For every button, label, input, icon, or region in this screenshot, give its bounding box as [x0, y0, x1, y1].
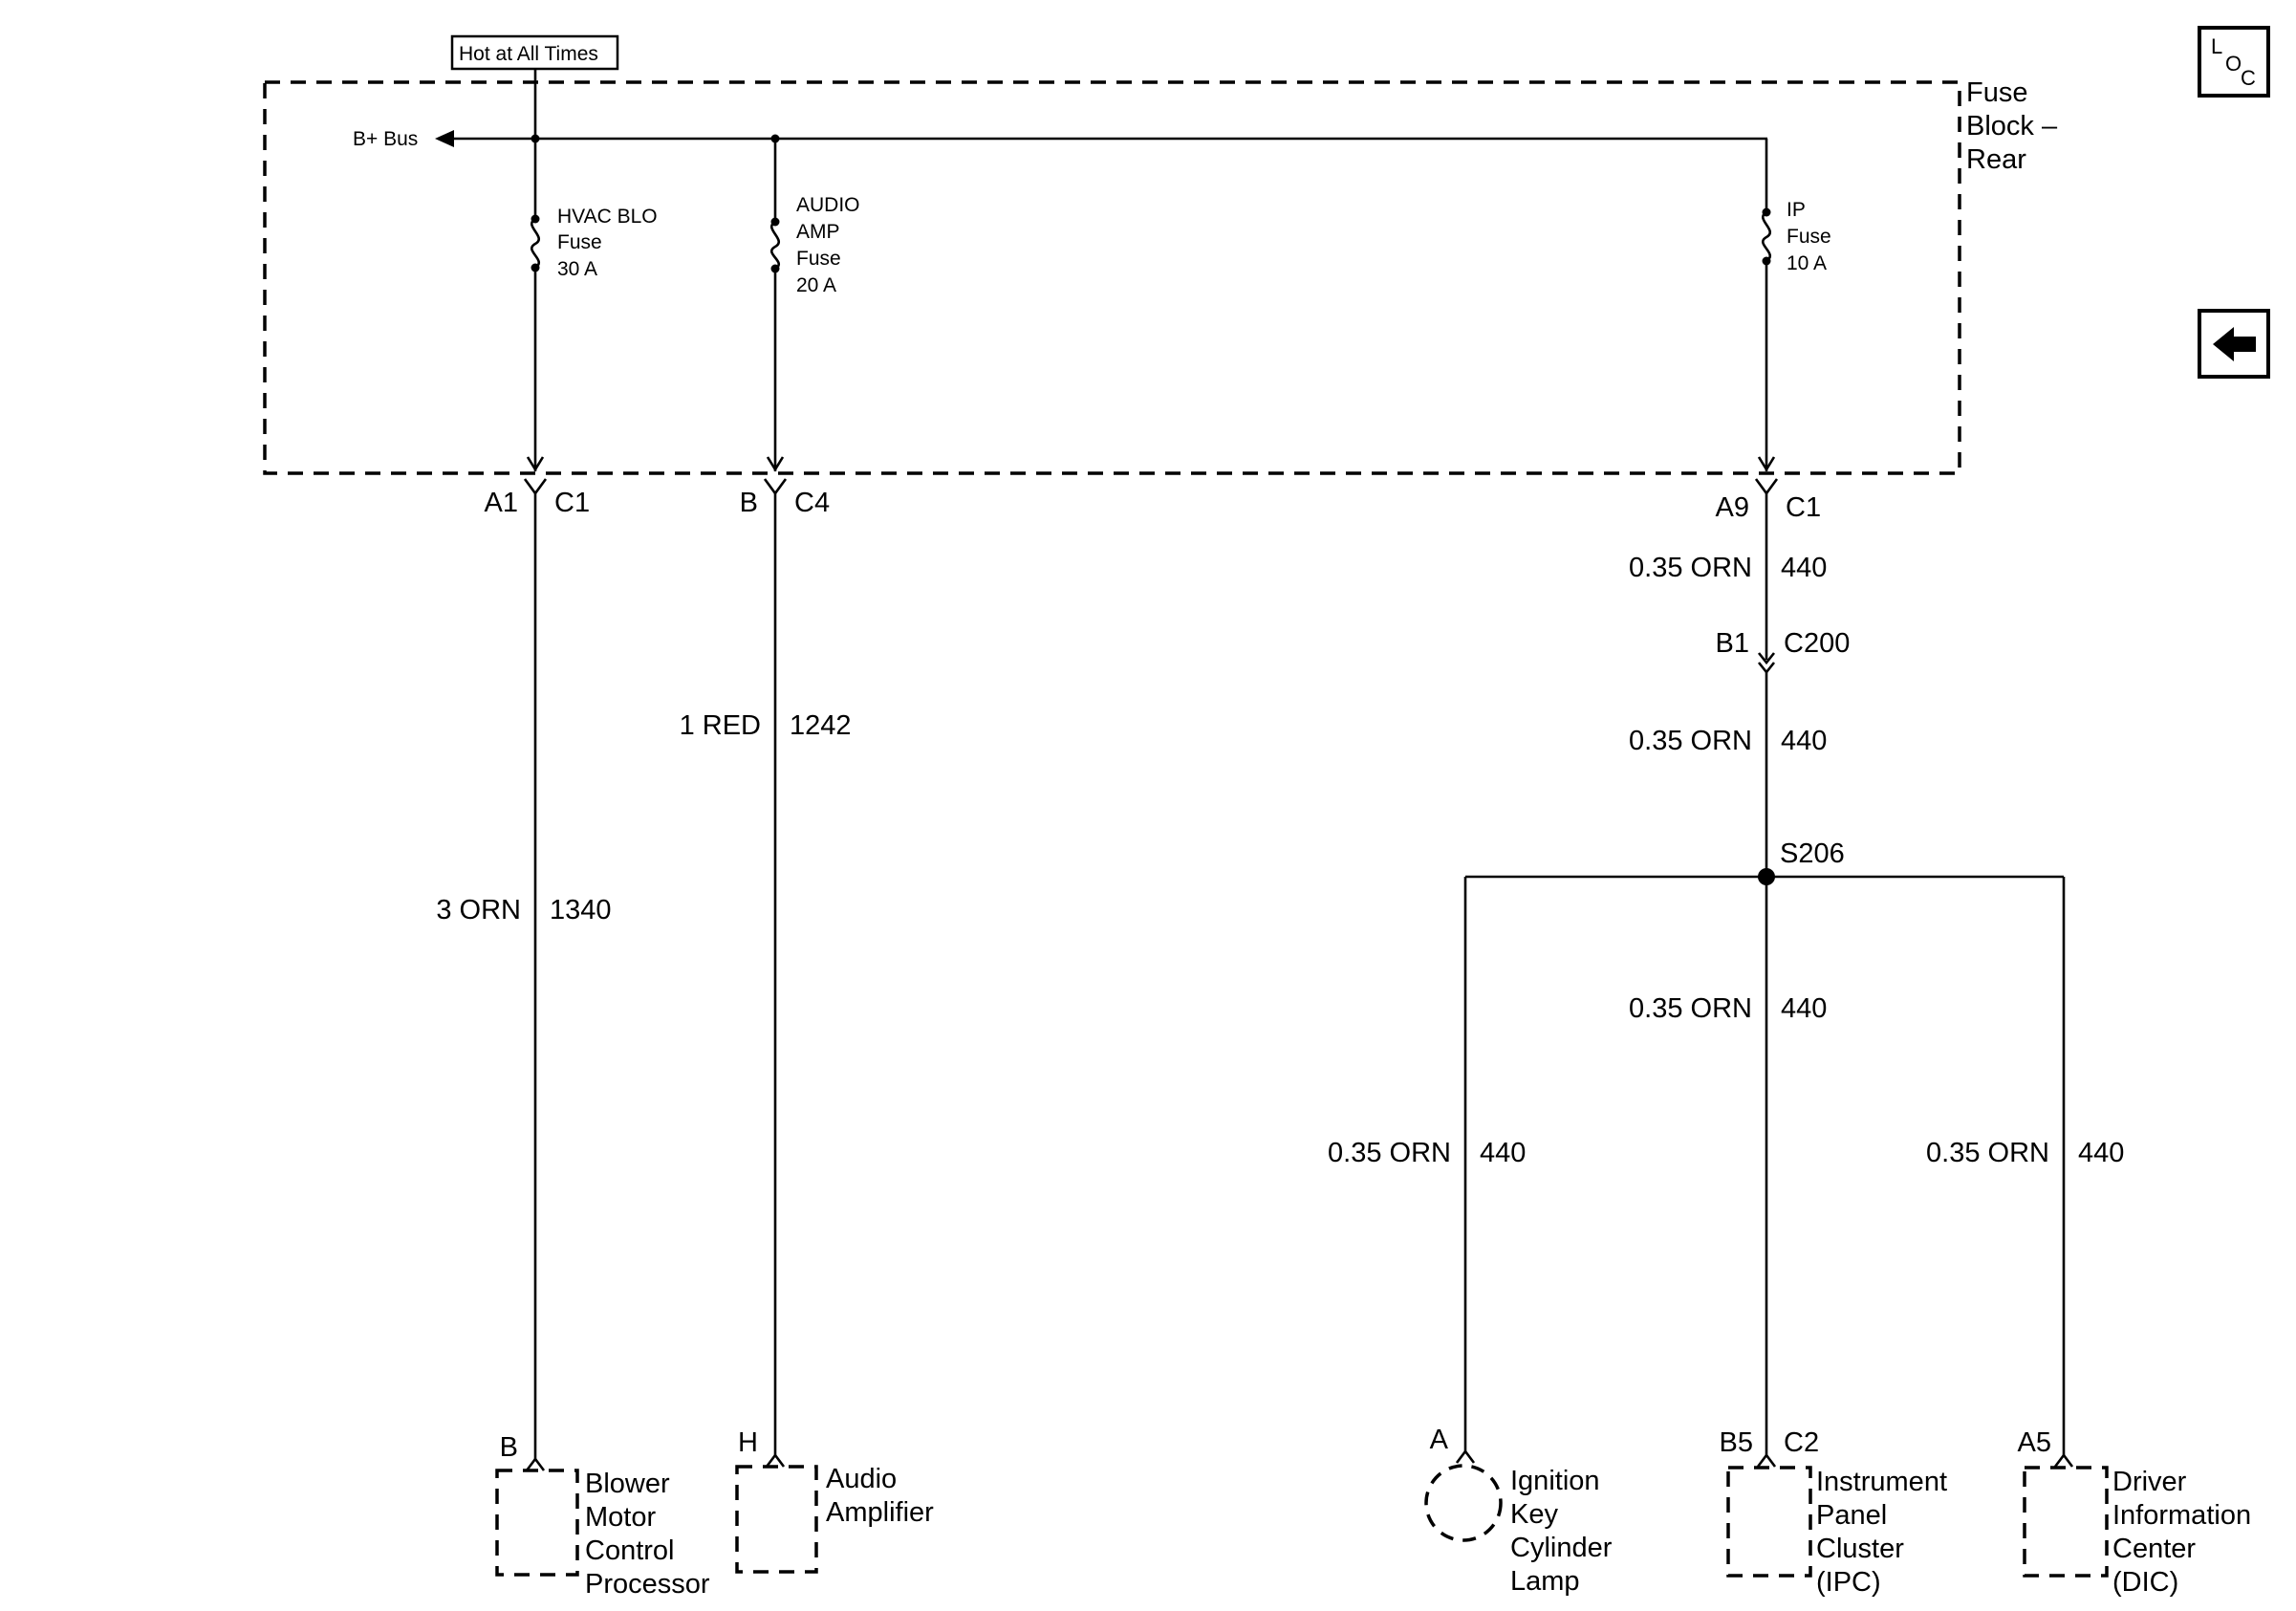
ignition-label-1: Ignition	[1510, 1466, 1600, 1496]
hvac-connector-symbol	[523, 478, 548, 496]
audio-fuse-label-3: Fuse	[796, 248, 841, 270]
ipc-pin: B5	[1720, 1427, 1753, 1458]
dic-label-2: Information	[2112, 1500, 2251, 1531]
audio-fuse-label-2: AMP	[796, 221, 840, 243]
amp-label-1: Audio	[826, 1464, 897, 1494]
hvac-connector-pin: A1	[485, 488, 518, 518]
hvac-fuse-label-2: Fuse	[557, 231, 602, 253]
dic-label-3: Center	[2112, 1534, 2196, 1564]
ignition-label-4: Lamp	[1510, 1566, 1580, 1597]
loc-letter-o: O	[2225, 52, 2242, 76]
ip-fuse-label-1: IP	[1787, 199, 1806, 221]
hvac-fuse-label-3: 30 A	[557, 258, 597, 280]
blower-motor-control-processor	[495, 1469, 579, 1577]
audio-connector-arrow	[766, 456, 785, 472]
splice-label: S206	[1780, 838, 1845, 869]
wire-440-gauge-left: 0.35 ORN	[1328, 1138, 1451, 1168]
fuse-block-label-3: Rear	[1966, 144, 2026, 175]
loc-letter-c: C	[2241, 66, 2256, 90]
ip-connector-symbol	[1754, 478, 1779, 496]
hvac-connector-id: C1	[554, 488, 590, 518]
c200-id: C200	[1784, 628, 1850, 659]
hvac-fuse-symbol	[531, 217, 540, 270]
back-arrow-icon[interactable]	[2213, 327, 2256, 361]
ignition-key-cylinder-lamp	[1424, 1464, 1503, 1542]
ip-fuse-label-2: Fuse	[1787, 226, 1831, 248]
loc-letter-l: L	[2211, 34, 2222, 58]
location-button[interactable]: L O C	[2198, 26, 2270, 98]
dic-label-1: Driver	[2112, 1467, 2187, 1497]
amp-label-2: Amplifier	[826, 1497, 934, 1528]
wire-440-gauge-right: 0.35 ORN	[1926, 1138, 2049, 1168]
wire-1242-circuit: 1242	[790, 710, 852, 741]
audio-connector-id: C4	[794, 488, 830, 518]
bus-arrow-icon	[435, 130, 454, 147]
ip-connector-id: C1	[1786, 492, 1821, 523]
ignition-connector-arrow	[1455, 1448, 1476, 1464]
ipc-connector-id: C2	[1784, 1427, 1819, 1458]
audio-connector-symbol	[763, 478, 788, 496]
hvac-connector-arrow	[526, 456, 545, 472]
wire-1242-gauge: 1 RED	[680, 710, 761, 741]
blower-connector-arrow	[525, 1456, 546, 1471]
amp-connector-arrow	[765, 1452, 786, 1468]
ignition-label-2: Key	[1510, 1499, 1558, 1530]
fuse-block-label-2: Block –	[1966, 111, 2058, 142]
driver-information-center	[2023, 1466, 2109, 1578]
hot-at-all-times-label: Hot at All Times	[459, 43, 598, 65]
fuse-block-label-1: Fuse	[1966, 77, 2027, 108]
back-button[interactable]	[2198, 309, 2270, 379]
wire-1340-circuit: 1340	[550, 895, 612, 925]
wire-440-gauge-center: 0.35 ORN	[1629, 993, 1752, 1024]
ignition-pin: A	[1430, 1425, 1449, 1455]
wire-440-circuit-left: 440	[1480, 1138, 1526, 1168]
wire-440-circuit-2: 440	[1781, 726, 1827, 756]
wire-440-circuit-center: 440	[1781, 993, 1827, 1024]
blower-label-2: Motor	[585, 1502, 656, 1533]
dic-connector-arrow	[2053, 1452, 2074, 1468]
wire-440-gauge-2: 0.35 ORN	[1629, 726, 1752, 756]
ignition-label-3: Cylinder	[1510, 1533, 1613, 1563]
c200-arrow-top	[1757, 652, 1776, 665]
wire-440-gauge-1: 0.35 ORN	[1629, 553, 1752, 583]
fuse-block-outline	[263, 80, 1961, 475]
ipc-label-2: Panel	[1816, 1500, 1887, 1531]
audio-fuse-symbol	[770, 220, 780, 271]
audio-fuse-label-1: AUDIO	[796, 194, 860, 216]
blower-label-1: Blower	[585, 1469, 670, 1499]
ip-connector-pin: A9	[1716, 492, 1749, 523]
c200-pin: B1	[1716, 628, 1749, 659]
dic-pin: A5	[2018, 1427, 2051, 1458]
location-icon[interactable]	[2198, 26, 2270, 98]
dic-label-4: (DIC)	[2112, 1567, 2178, 1598]
ipc-connector-arrow	[1756, 1452, 1777, 1468]
wire-440-circuit-right: 440	[2078, 1138, 2124, 1168]
audio-fuse-label-4: 20 A	[796, 274, 836, 296]
wire-440-circuit-1: 440	[1781, 553, 1827, 583]
ip-fuse-label-3: 10 A	[1787, 252, 1827, 274]
ipc-label-3: Cluster	[1816, 1534, 1904, 1564]
ipc-label-4: (IPC)	[1816, 1567, 1881, 1598]
ip-fuse-symbol	[1762, 210, 1771, 263]
amp-pin: H	[738, 1427, 758, 1458]
blower-label-4: Processor	[585, 1569, 710, 1600]
wire-1340-gauge: 3 ORN	[436, 895, 521, 925]
blower-pin: B	[500, 1432, 518, 1463]
hvac-fuse-label-1: HVAC BLO	[557, 206, 658, 228]
instrument-panel-cluster	[1726, 1466, 1812, 1578]
bus-label: B+ Bus	[353, 128, 418, 150]
audio-amplifier	[735, 1465, 818, 1574]
ipc-label-1: Instrument	[1816, 1467, 1947, 1497]
audio-connector-pin: B	[740, 488, 758, 518]
ip-connector-arrow	[1757, 456, 1776, 472]
blower-label-3: Control	[585, 1535, 675, 1566]
